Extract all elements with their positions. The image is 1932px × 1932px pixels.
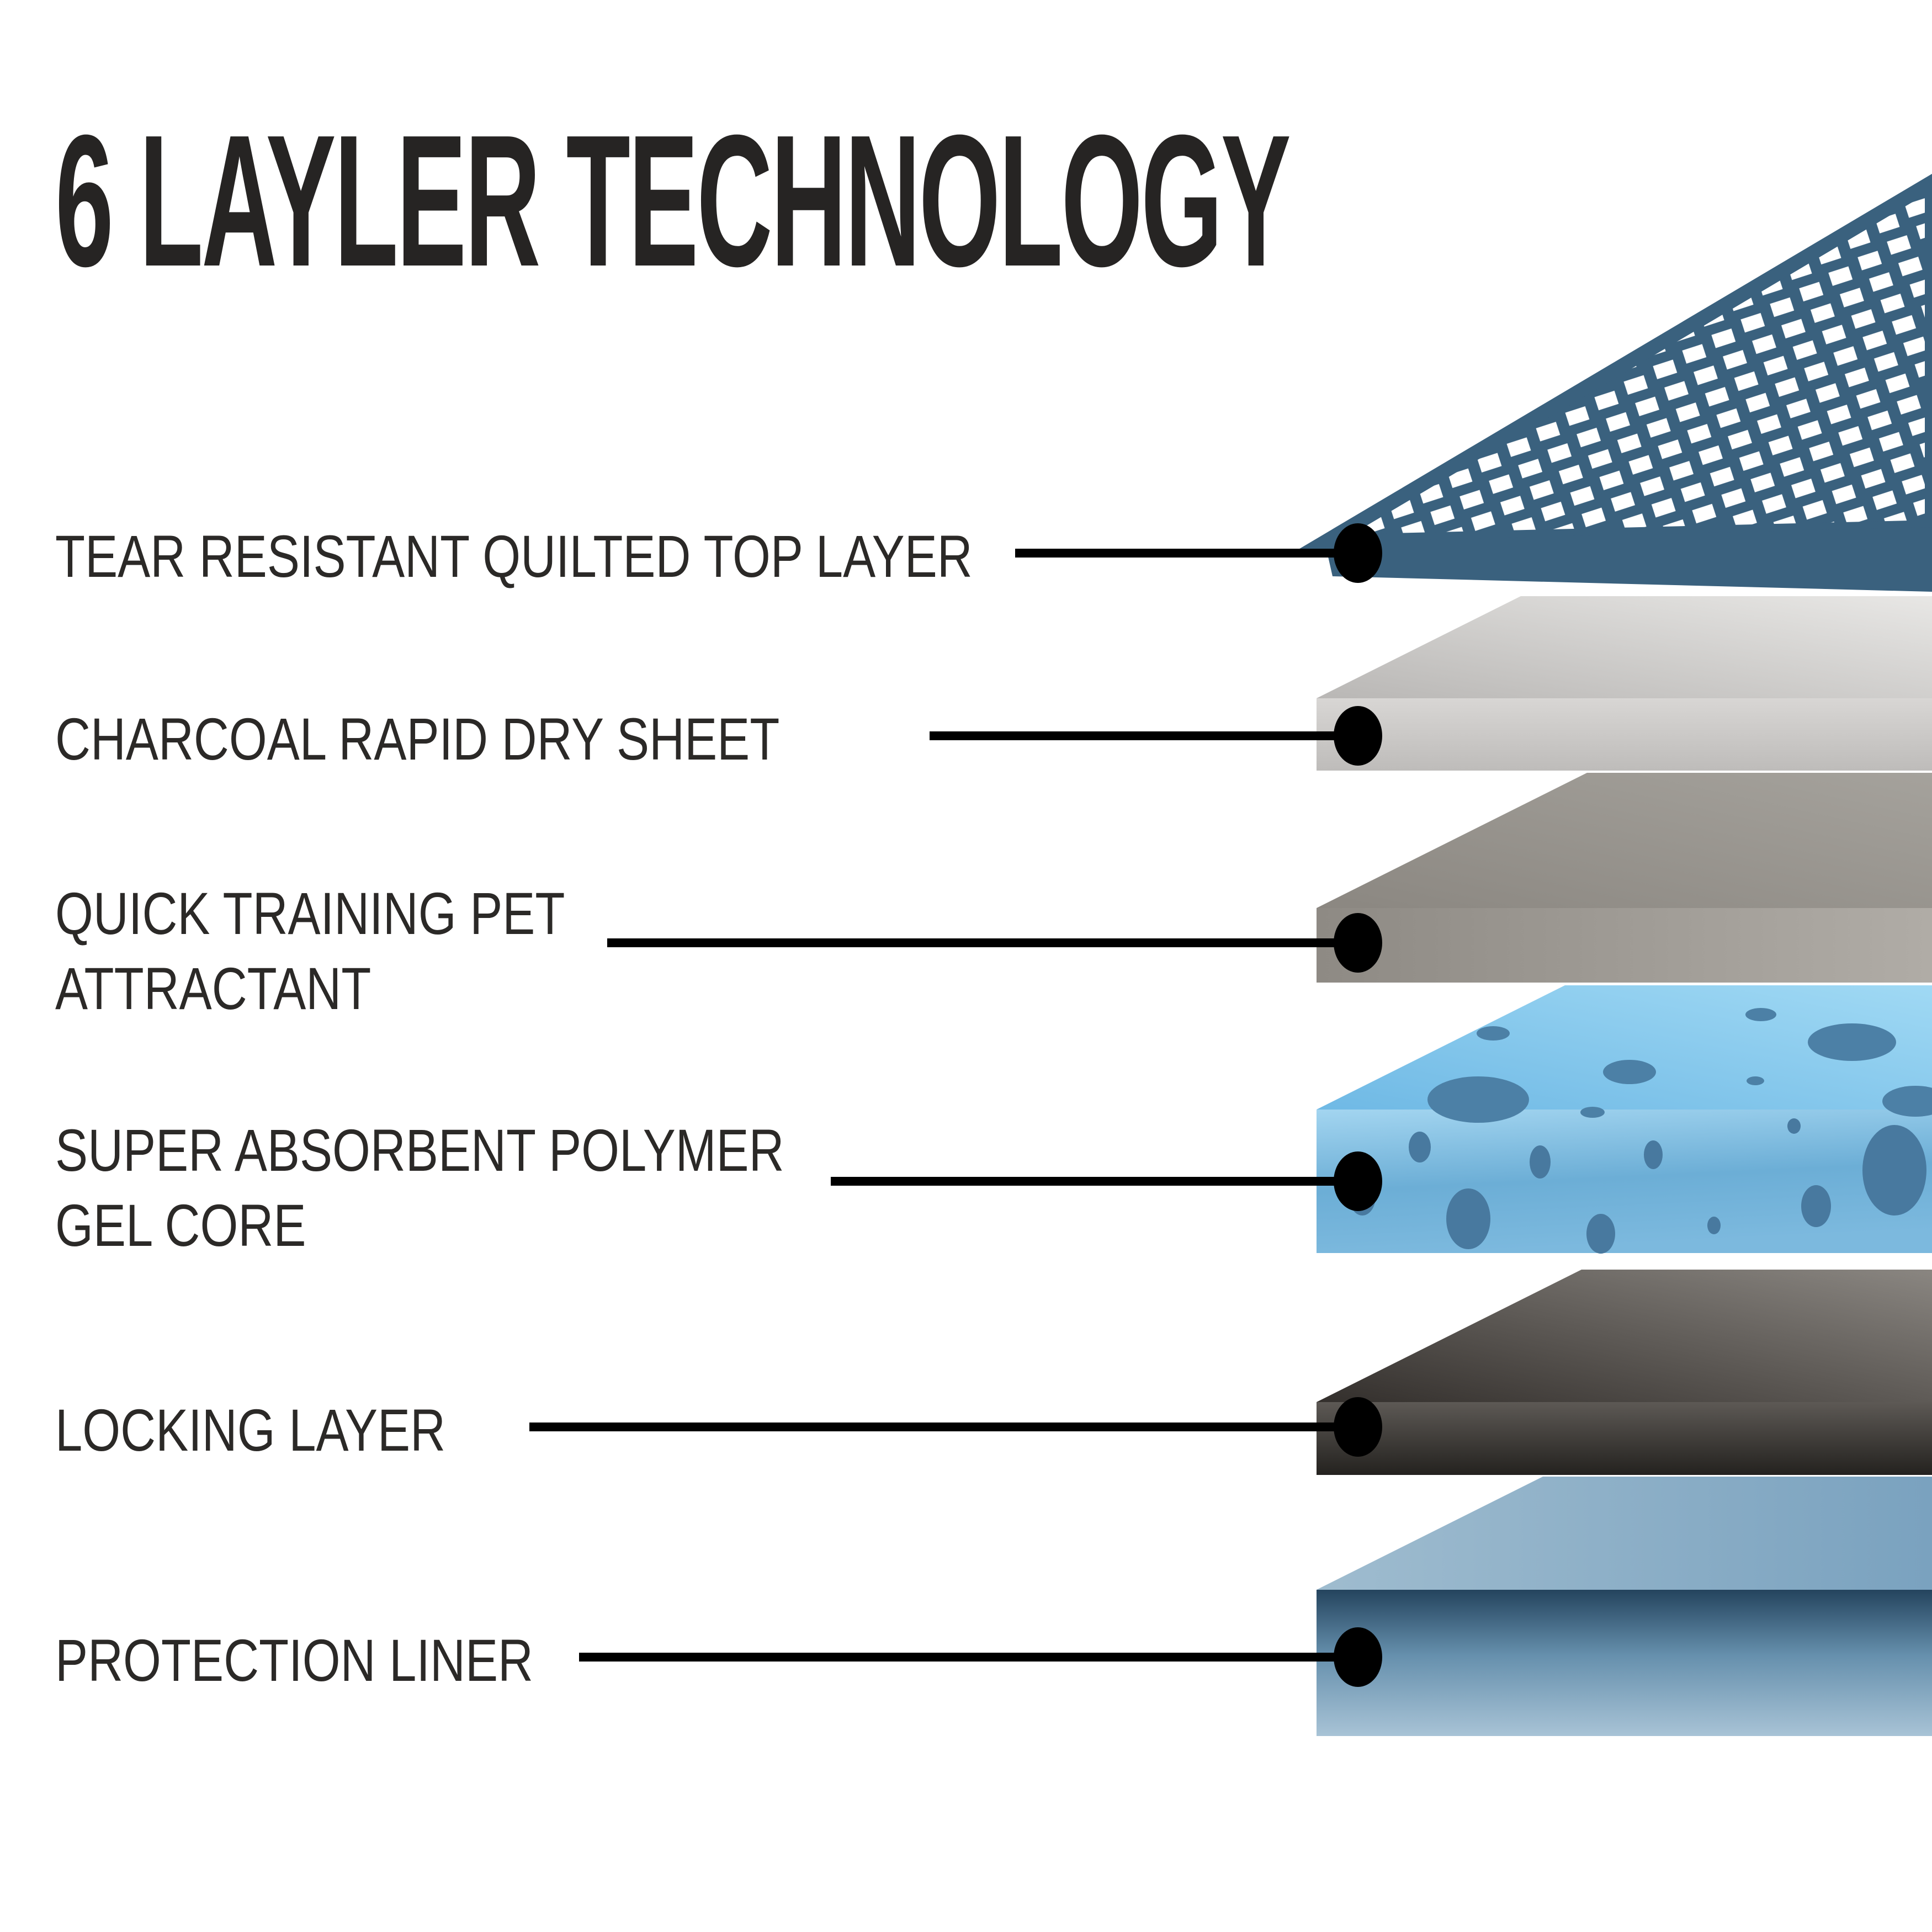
label-attractant-line2: ATTRACTANT <box>55 955 371 1022</box>
layer-quilted-top <box>1297 173 1932 592</box>
locking-top-face <box>1317 1270 1932 1402</box>
pointer-line-quilted-top <box>1015 549 1358 558</box>
attractant-top-face <box>1317 773 1932 908</box>
pointer-line-dry-sheet <box>930 731 1358 740</box>
pointer-dot-gel-core <box>1334 1151 1382 1211</box>
label-locking-layer: LOCKING LAYER <box>55 1397 446 1463</box>
label-gel-core-line2: GEL CORE <box>55 1192 306 1259</box>
gel-bubbles-top <box>1427 1008 1932 1123</box>
layer-attractant <box>1317 773 1932 983</box>
dry-sheet-top-face <box>1317 596 1932 698</box>
pointer-dot-liner <box>1334 1627 1382 1687</box>
pointer-dot-attractant <box>1334 913 1382 973</box>
pointer-line-gel-core <box>831 1177 1358 1186</box>
locking-front-face <box>1317 1402 1932 1475</box>
quilted-front-edge <box>1325 527 1932 592</box>
pointer-line-attractant <box>607 938 1358 947</box>
gel-front-face <box>1317 1110 1932 1253</box>
pointer-dot-dry-sheet <box>1334 706 1382 766</box>
layer-protection-liner <box>1317 1477 1932 1736</box>
pointer-line-locking <box>529 1423 1358 1431</box>
label-quilted-top-layer: TEAR RESISTANT QUILTED TOP LAYER <box>55 523 973 590</box>
pointer-lines <box>529 523 1382 1687</box>
pointer-dot-quilted-top <box>1334 523 1382 583</box>
dry-sheet-front-face <box>1317 698 1932 771</box>
layer-dry-sheet <box>1317 596 1932 771</box>
layer-gel-core <box>1317 985 1932 1254</box>
label-attractant-line1: QUICK TRAINING PET <box>55 880 565 947</box>
pointer-line-liner <box>579 1653 1358 1662</box>
liner-top-face <box>1317 1477 1932 1590</box>
label-attractant: QUICK TRAINING PET ATTRACTANT <box>55 884 565 1018</box>
liner-front-face <box>1317 1590 1932 1736</box>
label-protection-liner: PROTECTION LINER <box>55 1627 534 1694</box>
layer-locking <box>1317 1270 1932 1475</box>
label-gel-core: SUPER ABSORBENT POLYMER GEL CORE <box>55 1121 784 1255</box>
quilted-mesh-face <box>1297 173 1932 550</box>
label-gel-core-line1: SUPER ABSORBENT POLYMER <box>55 1117 784 1183</box>
attractant-front-face <box>1317 908 1932 983</box>
page-title: 6 LAYLER TECHNOLOGY <box>55 96 1291 306</box>
pointer-dot-locking <box>1334 1397 1382 1457</box>
label-dry-sheet: CHARCOAL RAPID DRY SHEET <box>55 705 780 772</box>
